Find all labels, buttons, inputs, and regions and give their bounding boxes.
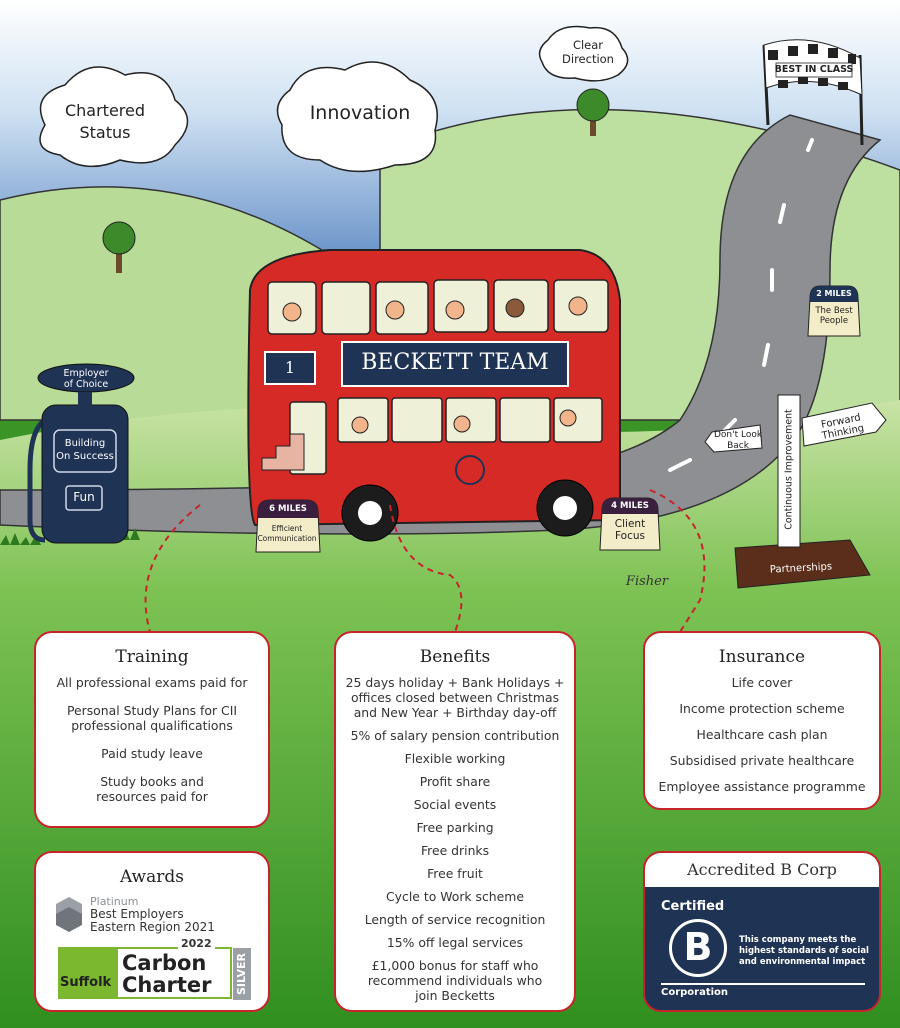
bcorp-logo-icon xyxy=(669,919,727,977)
best-employers-line2: Eastern Region 2021 xyxy=(90,920,215,934)
carbon-year: 2022 xyxy=(178,937,215,950)
cloud-clear-direction xyxy=(538,25,629,82)
milestone-2-miles: 2 MILES xyxy=(816,289,852,298)
cloud-clear-direction-label: Clear Direction xyxy=(562,38,614,66)
signpost xyxy=(704,394,887,589)
list-item: Personal Study Plans for CII professiona… xyxy=(66,703,237,733)
bus-title: BECKETT TEAM xyxy=(361,350,549,375)
list-item: £1,000 bonus for staff who recommend ind… xyxy=(367,958,543,1003)
cube-logo-icon xyxy=(56,897,82,932)
bcorp-letter: B xyxy=(683,925,713,969)
carbon-suffolk: Suffolk xyxy=(60,975,112,990)
training-title: Training xyxy=(115,647,189,667)
bcorp-title: Accredited B Corp xyxy=(645,853,879,887)
list-item: Flexible working xyxy=(404,751,506,766)
fuel-pump xyxy=(27,363,135,544)
list-item: Profit share xyxy=(419,774,491,789)
finish-flag xyxy=(762,39,864,146)
list-item: Employee assistance programme xyxy=(658,779,866,794)
milestone-6-miles: 6 MILES xyxy=(269,504,307,514)
list-item: 15% off legal services xyxy=(386,935,524,950)
pump-fun-label: Fun xyxy=(73,490,95,504)
list-item: 25 days holiday + Bank Holidays + office… xyxy=(345,675,565,720)
cloud-chartered-label: Chartered Status xyxy=(64,101,146,142)
carbon-charter-badge: 2022 Suffolk Carbon Charter SILVER xyxy=(58,937,254,1001)
list-item: Paid study leave xyxy=(101,746,203,761)
list-item: Free drinks xyxy=(420,843,490,858)
insurance-card: Insurance Life cover Income protection s… xyxy=(643,631,881,810)
bcorp-corporation: Corporation xyxy=(661,987,729,998)
list-item: All professional exams paid for xyxy=(56,675,248,690)
list-item: Study books and resources paid for xyxy=(96,774,208,804)
list-item: 5% of salary pension contribution xyxy=(350,728,560,743)
list-item: Income protection scheme xyxy=(679,701,845,716)
milestone-2 xyxy=(807,285,861,337)
list-item: Cycle to Work scheme xyxy=(386,889,524,904)
bcorp-certified: Certified xyxy=(661,899,725,914)
cloud-innovation xyxy=(276,61,438,173)
artist-signature: Fisher xyxy=(625,574,669,589)
best-in-class-label: BEST IN CLASS xyxy=(774,64,854,75)
milestone-4-miles: 4 MILES xyxy=(611,501,649,511)
bcorp-rule xyxy=(661,983,865,985)
benefits-title: Benefits xyxy=(419,647,491,667)
bus-route-number: 1 xyxy=(284,358,296,377)
pump-building-label: Building On Success xyxy=(56,438,114,462)
connector-lines xyxy=(144,489,706,633)
list-item: Life cover xyxy=(731,675,793,690)
best-employers-badge: Platinum Best Employers Eastern Region 2… xyxy=(54,895,264,935)
awards-title: Awards xyxy=(120,867,184,887)
list-item: Free fruit xyxy=(427,866,483,881)
sign-continuous-improvement: Continuous Improvement xyxy=(783,409,795,530)
best-employers-line1: Best Employers xyxy=(90,907,184,921)
list-item: Subsidised private healthcare xyxy=(669,753,855,768)
milestone-2-label: The Best People xyxy=(815,306,853,326)
carbon-word: Carbon xyxy=(122,951,207,975)
awards-card: Awards Platinum Best Employers Eastern R… xyxy=(34,851,270,1012)
milestone-4-label: Client Focus xyxy=(614,518,646,542)
cloud-chartered xyxy=(39,66,189,168)
milestone-6 xyxy=(255,499,321,553)
bcorp-card: Accredited B Corp Certified B Corporatio… xyxy=(643,851,881,1012)
list-item: Healthcare cash plan xyxy=(696,727,828,742)
benefits-card: Benefits 25 days holiday + Bank Holidays… xyxy=(334,631,576,1012)
list-item: Length of service recognition xyxy=(364,912,546,927)
bus xyxy=(247,249,621,542)
tree-icon xyxy=(576,88,610,136)
carbon-silver: SILVER xyxy=(233,948,251,1000)
milestone-4 xyxy=(599,497,661,551)
list-item: Free parking xyxy=(416,820,494,835)
cloud-innovation-label: Innovation xyxy=(309,102,411,124)
carbon-charter: Charter xyxy=(122,973,212,997)
bcorp-statement: This company meets the highest standards… xyxy=(739,935,869,967)
best-employers-level: Platinum xyxy=(90,895,139,908)
sign-dont-look-back: Don't Look Back xyxy=(713,430,763,451)
list-item: Social events xyxy=(413,797,497,812)
insurance-title: Insurance xyxy=(718,647,806,667)
milestone-6-label: Efficient Communication xyxy=(257,524,317,543)
tree-icon xyxy=(102,221,136,273)
pump-employer-label: Employer of Choice xyxy=(63,368,109,390)
training-card: Training All professional exams paid for… xyxy=(34,631,270,828)
